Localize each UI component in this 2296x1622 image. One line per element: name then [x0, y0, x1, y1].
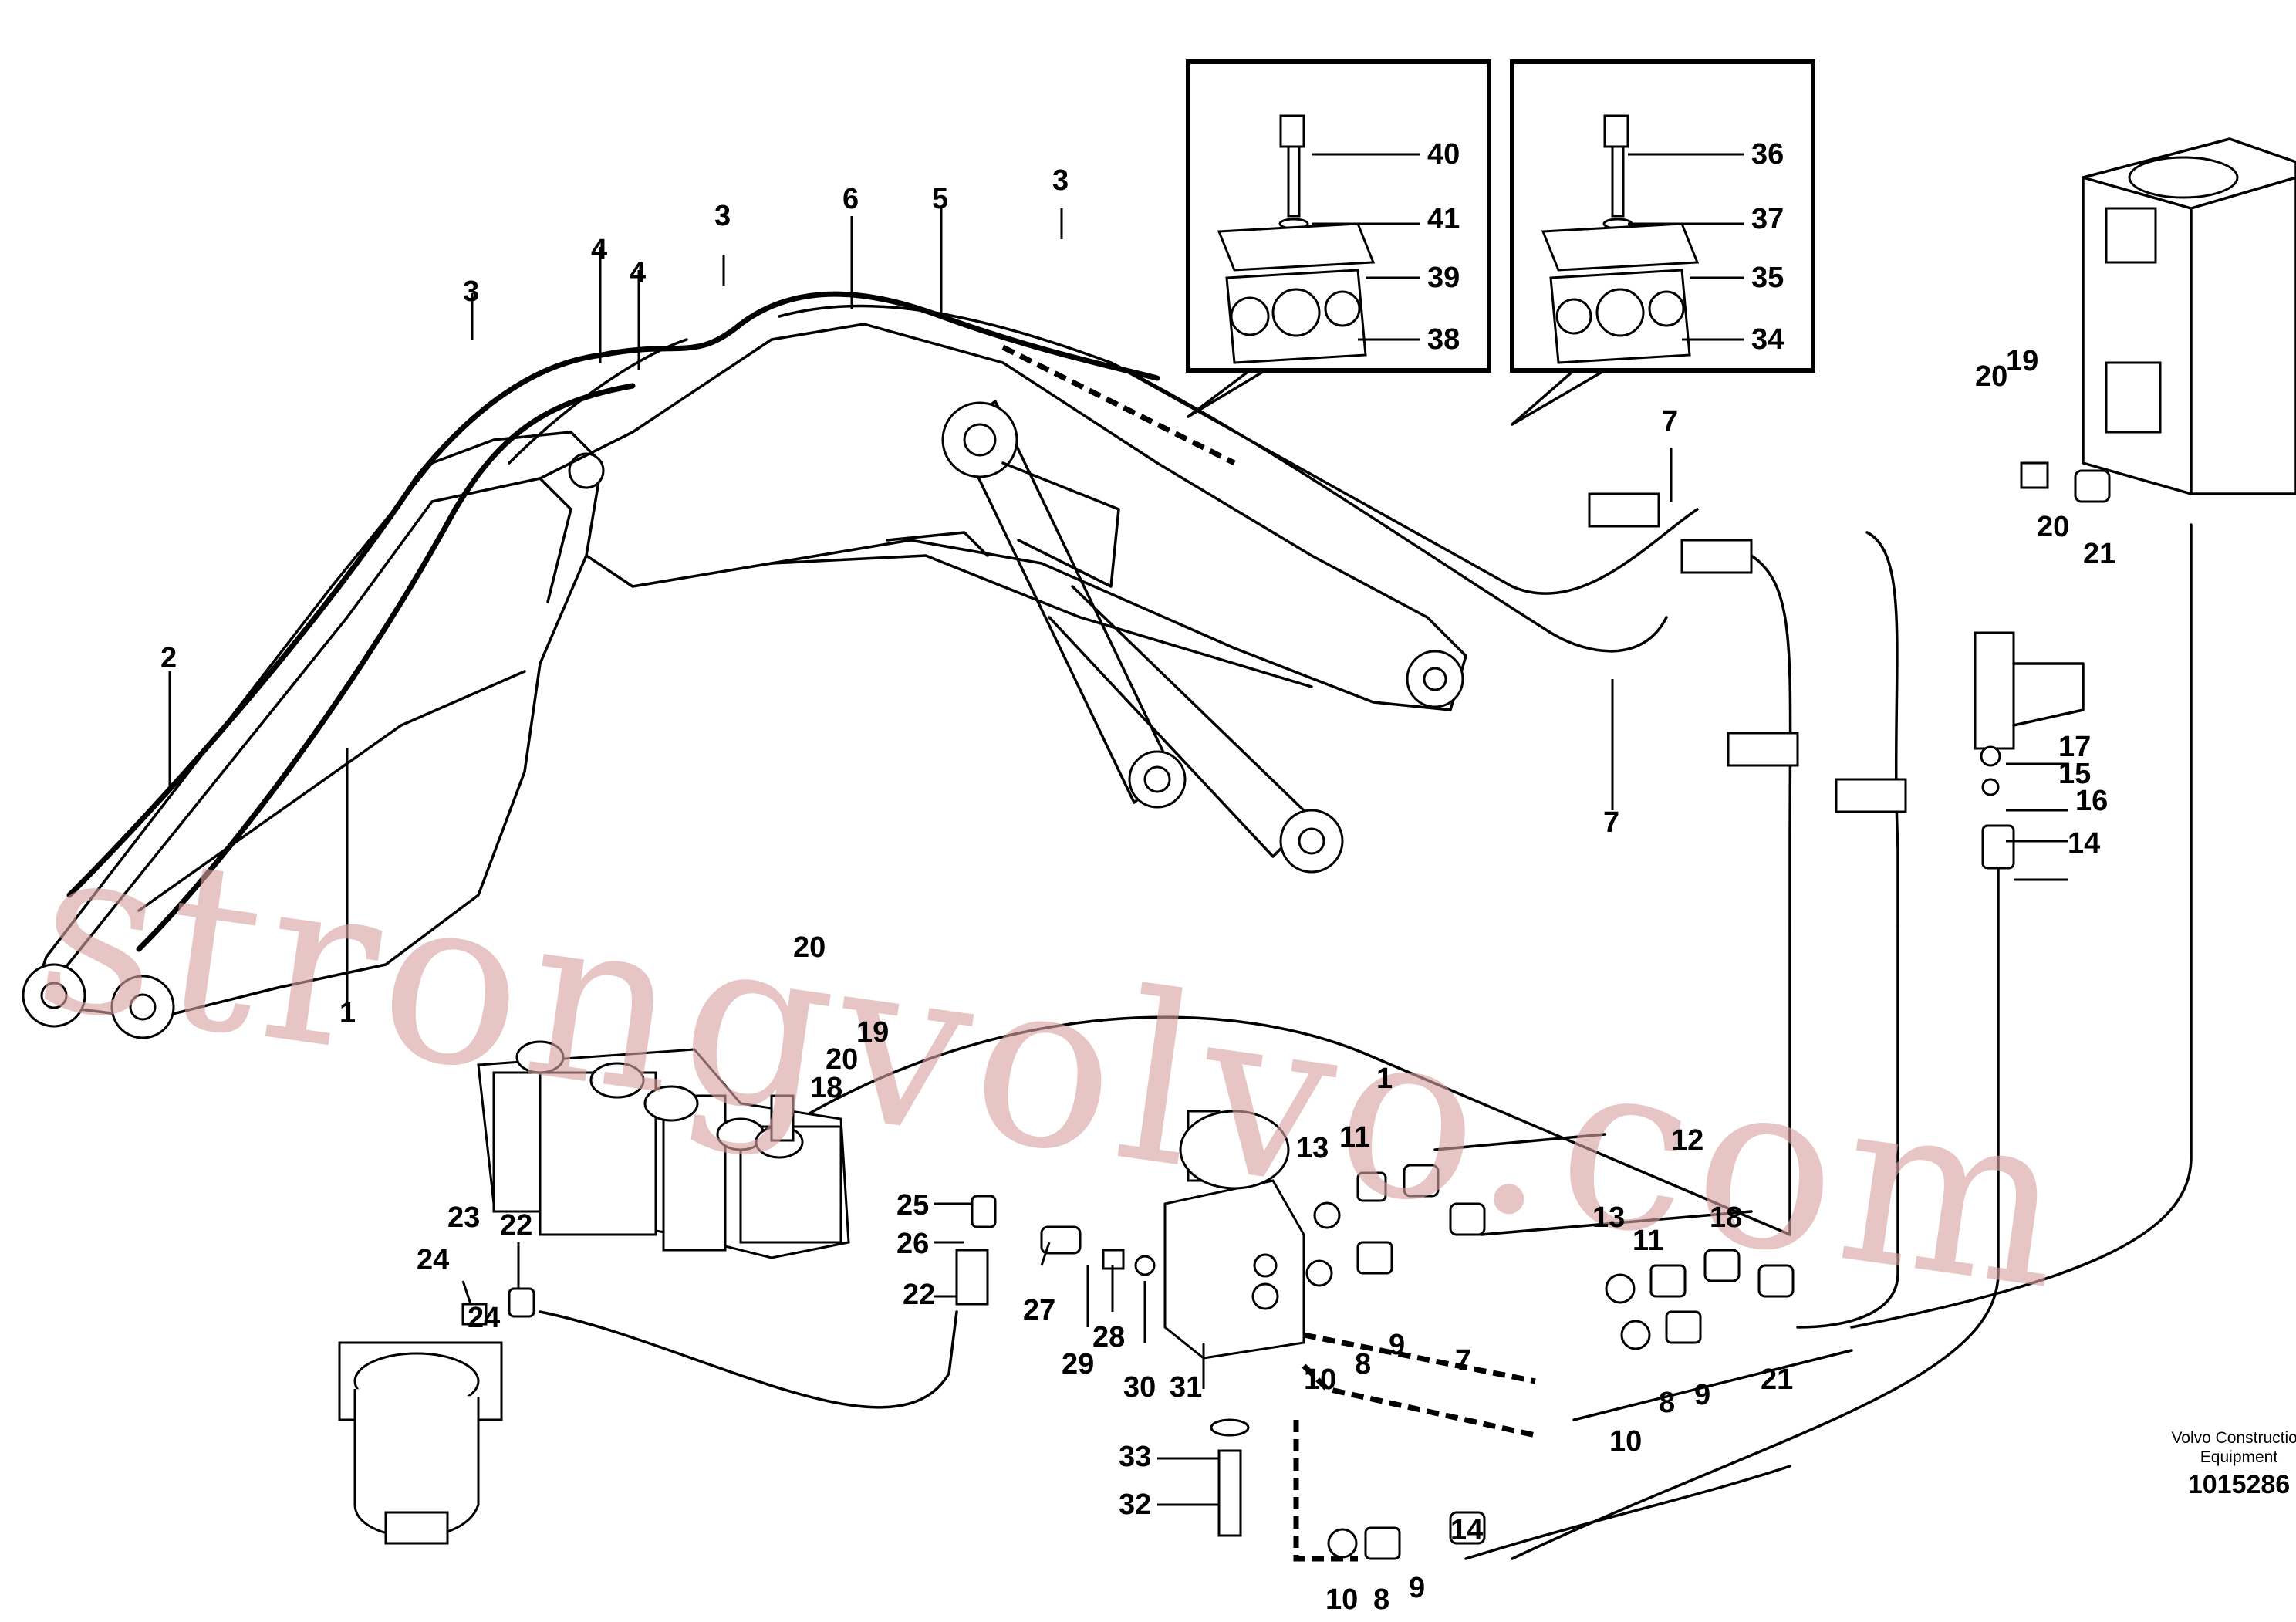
pipe-clamps	[1588, 492, 2085, 813]
callout-29: 29	[1062, 1348, 1094, 1380]
callout-22a: 22	[500, 1209, 532, 1242]
callout-36: 36	[1751, 138, 1784, 171]
callout-19a: 19	[856, 1016, 889, 1049]
callout-9a: 9	[1389, 1329, 1405, 1361]
callout-34: 34	[1751, 323, 1784, 356]
boom-assembly	[22, 323, 1467, 1039]
callout-3b: 3	[714, 200, 731, 232]
callout-25: 25	[896, 1189, 929, 1222]
callout-27: 27	[1023, 1294, 1055, 1326]
callout-35: 35	[1751, 262, 1784, 294]
callout-10a: 10	[1304, 1363, 1336, 1396]
callout-37: 37	[1751, 203, 1784, 235]
callout-labels: 1 2 3 3 3 4 4 5 6 7 7 7 8 8 8 9 9 9 10 1…	[160, 138, 2115, 1616]
callout-14b: 14	[1450, 1514, 1483, 1546]
callout-18b: 18	[1710, 1201, 1742, 1234]
company-name-line1: Volvo Construction	[2171, 1429, 2296, 1447]
callout-18a: 18	[810, 1072, 842, 1104]
drawing-number: 1015286	[2188, 1470, 2290, 1499]
callout-6: 6	[842, 183, 859, 215]
callout-32: 32	[1119, 1489, 1151, 1521]
callout-9b: 9	[1694, 1379, 1710, 1411]
callout-10c: 10	[1325, 1583, 1358, 1616]
footer: Volvo Construction Equipment 1015286	[2171, 1429, 2296, 1499]
callout-20b: 20	[826, 1043, 858, 1076]
solenoid-valve	[1163, 1110, 1305, 1360]
callout-3a: 3	[463, 275, 479, 308]
inset-clamp-left	[1186, 59, 1491, 418]
callout-20d: 20	[2037, 511, 2069, 543]
callout-13b: 13	[1592, 1201, 1625, 1234]
callout-28: 28	[1092, 1321, 1125, 1353]
callout-21a: 21	[2083, 538, 2115, 570]
hydraulic-tank	[2082, 137, 2296, 495]
callout-19b: 19	[2006, 345, 2038, 377]
callout-5: 5	[932, 183, 948, 215]
callout-41: 41	[1427, 203, 1460, 235]
fittings	[461, 461, 2111, 1560]
hydraulic-lines	[66, 291, 2193, 1562]
callout-12b: 1	[1376, 1063, 1393, 1095]
callout-4a: 4	[591, 234, 607, 266]
callout-12a: 12	[1671, 1124, 1703, 1157]
callout-13a: 13	[1296, 1132, 1329, 1164]
callout-11a: 11	[1339, 1121, 1370, 1154]
callout-9c: 9	[1409, 1572, 1425, 1604]
callout-16: 16	[2075, 785, 2108, 817]
callout-1: 1	[339, 997, 356, 1029]
callout-11b: 11	[1633, 1225, 1663, 1257]
callout-7c: 7	[1455, 1344, 1471, 1377]
leader-lines	[168, 153, 2068, 1506]
callout-4b: 4	[630, 257, 646, 289]
callout-10b: 10	[1609, 1425, 1642, 1458]
callout-20a: 20	[793, 931, 826, 964]
callout-17: 17	[2058, 731, 2091, 763]
callout-8c: 8	[1373, 1583, 1389, 1616]
callout-23: 23	[447, 1201, 480, 1234]
callout-22b: 22	[903, 1279, 935, 1311]
control-valve	[477, 1040, 850, 1259]
watermark: strongvolvo.com	[23, 791, 2088, 1343]
callout-14a: 14	[2068, 827, 2100, 860]
inset-clamp-right	[1510, 59, 1815, 426]
swivel-motor	[338, 1341, 503, 1545]
callout-24b: 24	[468, 1302, 500, 1334]
callout-38: 38	[1427, 323, 1460, 356]
callout-8a: 8	[1355, 1348, 1371, 1380]
callout-2: 2	[160, 642, 177, 674]
callout-7b: 7	[1603, 806, 1619, 839]
callout-30: 30	[1123, 1371, 1156, 1404]
callout-39: 39	[1427, 262, 1460, 294]
callout-20c: 20	[1975, 360, 2007, 393]
callout-26: 26	[896, 1228, 929, 1260]
company-name-line2: Equipment	[2200, 1448, 2278, 1466]
callout-3c: 3	[1052, 164, 1069, 197]
callout-21b: 21	[1761, 1363, 1793, 1396]
callout-40: 40	[1427, 138, 1460, 171]
callout-24a: 24	[417, 1244, 449, 1276]
callout-8b: 8	[1659, 1387, 1675, 1419]
callout-7a: 7	[1662, 405, 1678, 438]
callout-33: 33	[1119, 1441, 1151, 1473]
callout-15: 15	[2058, 758, 2091, 790]
callout-31: 31	[1170, 1371, 1202, 1404]
